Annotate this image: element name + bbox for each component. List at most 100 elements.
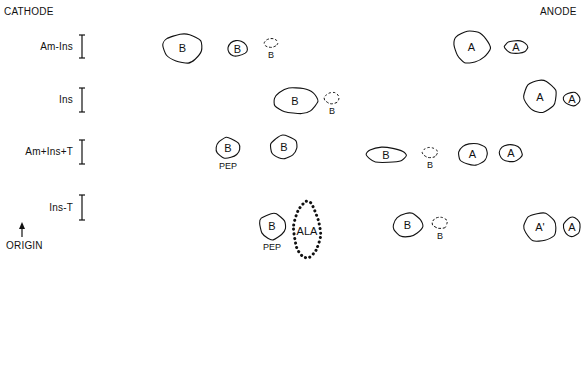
spot: B [262, 36, 280, 61]
spot: B [362, 145, 410, 165]
spot-outline-path [293, 201, 320, 258]
spot-area [430, 215, 450, 231]
spot-letter: A [568, 221, 575, 233]
spot-letter: A' [535, 221, 544, 233]
spot-caption: B [262, 50, 280, 61]
spot-letter: A [507, 147, 514, 159]
spot-area: A' [520, 210, 560, 244]
spot-area: B [362, 145, 410, 165]
sample-label: Am+Ins+T [25, 146, 73, 158]
spot-letter: B [280, 141, 287, 153]
spot-name: B [322, 106, 342, 117]
spot-outline [420, 145, 440, 160]
spot-caption: PEP [213, 161, 243, 172]
spot-area: A [502, 38, 530, 56]
spot-outline-path [216, 137, 240, 158]
spot-letter: A [512, 41, 519, 53]
spot-area: A [561, 215, 583, 239]
spot-outline-path [454, 31, 491, 63]
spot: A [497, 142, 525, 164]
spot-outline [262, 36, 280, 50]
spot-area: A [450, 28, 493, 66]
spot-name: PEP [256, 242, 288, 253]
spot-caption: PEP [256, 242, 288, 253]
spot-letter: B [268, 220, 275, 232]
spot-outline-path [432, 217, 447, 228]
spot-letter: B [291, 95, 298, 107]
origin-label: ORIGIN [6, 240, 43, 252]
spot-outline [322, 90, 342, 106]
spot-outline-path [260, 213, 286, 240]
spot-letter: ALA [297, 225, 318, 237]
sample-label: Am-Ins [40, 41, 73, 53]
spot-outline-path [459, 144, 488, 166]
spot: B [225, 38, 250, 59]
spot: A [502, 38, 530, 56]
spot: B [270, 85, 320, 117]
spot-outline-path [324, 92, 339, 103]
spot: A [455, 140, 490, 168]
spot-outline-path [228, 41, 247, 56]
spot-letter: B [224, 142, 231, 154]
sample-label: Ins [59, 94, 73, 106]
spot: B [160, 30, 205, 66]
spot-area: B [160, 30, 205, 66]
spot-outline-path [563, 217, 580, 236]
spot-name: B [420, 160, 440, 171]
spot-letter: A [536, 91, 543, 103]
spot-area: B [213, 135, 243, 161]
spot-area: B [270, 85, 320, 117]
spot-area: B [256, 210, 288, 242]
spot: B PEP [256, 210, 288, 253]
spot-outline-path [422, 147, 437, 157]
spot-outline-path [366, 147, 406, 162]
spot-outline [430, 215, 450, 231]
spot: B [268, 132, 300, 162]
spot-area: A [561, 90, 583, 108]
electrode-label: ANODE [540, 6, 577, 18]
electrode-label: CATHODE [4, 6, 54, 18]
spot-letter: B [404, 219, 411, 231]
spot-letter: B [234, 43, 241, 55]
spot: B [390, 210, 425, 240]
spot-letter: A [468, 41, 475, 53]
spot-caption: B [430, 231, 450, 242]
spot: ALA [291, 198, 323, 264]
spot-outline-path [271, 135, 297, 159]
spot-letter: A [568, 93, 575, 105]
spot: A [561, 215, 583, 239]
spot-outline-path [163, 34, 202, 63]
spot-letter: B [382, 149, 389, 161]
spot: B [322, 90, 342, 117]
spot-outline-path [563, 92, 580, 106]
spot-area [322, 90, 342, 106]
spot: A [520, 78, 560, 115]
spot-outline-path [264, 39, 278, 48]
spot: B [430, 215, 450, 242]
spot-name: B [262, 50, 280, 61]
spot: B [420, 145, 440, 171]
spot-outline-path [524, 213, 556, 241]
spot-area: A [497, 142, 525, 164]
spot-outline-path [524, 80, 557, 112]
spot-area: B [268, 132, 300, 162]
spot-area: B [390, 210, 425, 240]
spot-area: A [455, 140, 490, 168]
spot: B PEP [213, 135, 243, 172]
spot-outline-path [393, 213, 423, 237]
spot-caption: B [420, 160, 440, 171]
spot-area [420, 145, 440, 160]
spot-area: ALA [291, 198, 323, 264]
spot-outline-path [504, 41, 528, 54]
spot-name: PEP [213, 161, 243, 172]
spot-letter: A [469, 148, 476, 160]
spot-area [262, 36, 280, 50]
sample-label: Ins-T [49, 202, 73, 214]
spot: A' [520, 210, 560, 244]
spot: A [561, 90, 583, 108]
spot-caption: B [322, 106, 342, 117]
spot-outline-path [499, 145, 522, 162]
spot: A [450, 28, 493, 66]
spot-name: B [430, 231, 450, 242]
